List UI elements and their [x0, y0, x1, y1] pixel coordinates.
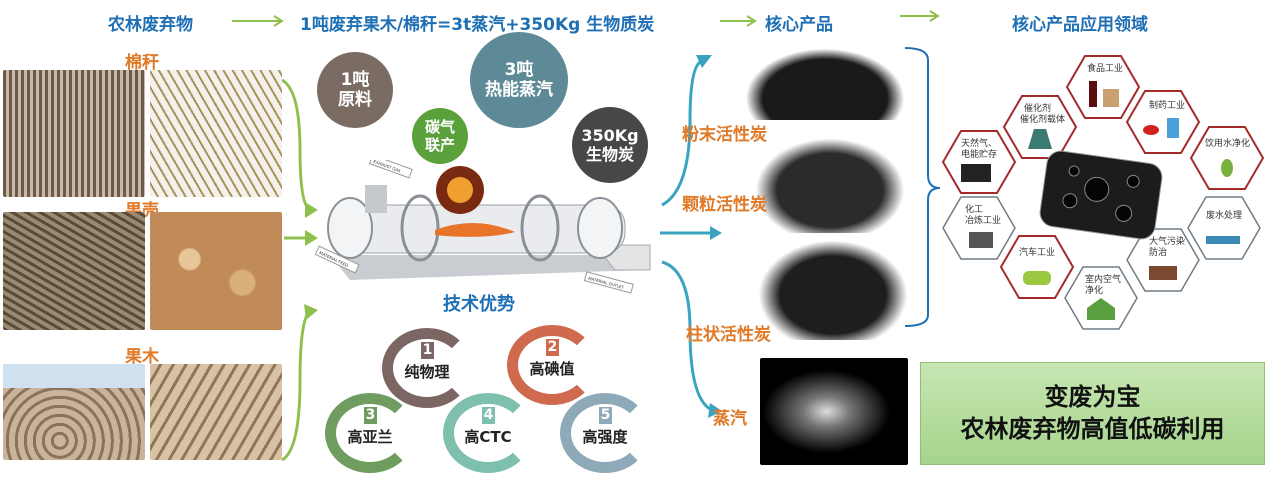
header-arrow-icon	[232, 15, 284, 27]
pellet-carbon-photo	[758, 240, 908, 340]
bubble-line: 原料	[338, 90, 372, 110]
cycle-arrow-icon	[560, 393, 650, 473]
cycle-arrow-icon	[325, 393, 415, 473]
arrow-head-icon	[304, 304, 318, 320]
application-label: 食品工业	[1087, 62, 1123, 74]
powder-carbon-photo	[745, 48, 905, 120]
wood-chips-photo	[150, 364, 282, 460]
arrow-head-icon	[708, 403, 722, 418]
application-label: 废水处理	[1206, 209, 1242, 221]
advantage-item: 4 高CTC	[443, 393, 533, 473]
advantages-title: 技术优势	[443, 294, 515, 315]
header-applications: 核心产品应用领域	[1012, 15, 1148, 35]
nut-shells-photo	[150, 212, 282, 330]
advantage-item: 2 高碘值	[507, 325, 597, 405]
arrow-head-icon	[305, 230, 318, 246]
application-label: 电能贮存	[961, 148, 997, 160]
application-label: 大气污染	[1149, 235, 1185, 247]
bubble-raw-material: 1吨原料	[317, 52, 393, 128]
advantage-number: 1	[421, 342, 434, 359]
slogan-line: 农林废弃物高值低碳利用	[960, 414, 1225, 443]
bubble-line: 3吨	[504, 59, 534, 80]
application-label: 天然气、	[961, 137, 997, 149]
product-label: 粉末活性炭	[682, 125, 767, 145]
advantage-label: 高亚兰	[347, 428, 393, 446]
application-label: 汽车工业	[1019, 246, 1055, 258]
header-products: 核心产品	[765, 15, 833, 35]
porous-carbon-image	[1039, 150, 1163, 240]
advantage-item: 1 纯物理	[382, 328, 472, 408]
bubble-line: 1吨	[340, 69, 370, 90]
header-arrow-icon	[720, 15, 757, 27]
advantage-label: 高碘值	[529, 360, 575, 378]
advantage-number: 5	[599, 407, 612, 424]
application-label: 净化	[1085, 284, 1103, 296]
branches-photo	[3, 212, 145, 330]
brace-icon	[904, 47, 941, 327]
steam-photo	[760, 358, 908, 465]
bubble-line: 碳气	[424, 118, 455, 136]
advantage-number: 4	[482, 407, 495, 424]
product-label: 颗粒活性炭	[682, 195, 767, 215]
header-equation: 1吨废弃果木/棉秆=3t蒸汽+350Kg 生物质炭	[300, 15, 655, 35]
cycle-arrow-icon	[443, 393, 533, 473]
header-arrow-icon	[900, 10, 940, 22]
cycle-arrow-icon	[382, 328, 472, 408]
arrow-head-icon	[696, 55, 712, 68]
application-label: 防治	[1149, 246, 1167, 258]
cycle-arrow-icon	[507, 325, 597, 405]
application-label: 化工	[965, 203, 983, 215]
application-label: 冶炼工业	[965, 214, 1001, 226]
bubble-cogeneration: 碳气联产	[412, 108, 468, 164]
product-label: 柱状活性炭	[686, 325, 771, 345]
application-label: 催化剂	[1024, 102, 1051, 114]
product-label: 蒸汽	[713, 409, 747, 429]
advantage-number: 2	[546, 339, 559, 356]
bubble-line: 联产	[424, 136, 455, 154]
application-label: 催化剂载体	[1020, 113, 1065, 125]
arrow-head-icon	[710, 226, 722, 240]
arrow-head-icon	[305, 202, 318, 218]
bubble-line: 生物炭	[585, 145, 634, 164]
bubble-line: 350Kg	[581, 125, 639, 145]
advantage-number: 3	[364, 407, 377, 424]
advantage-label: 高CTC	[464, 428, 512, 446]
application-label: 制药工业	[1149, 99, 1185, 111]
application-label: 饮用水净化	[1205, 137, 1250, 149]
material-label: 棉秆	[125, 53, 159, 73]
advantage-item: 3 高亚兰	[325, 393, 415, 473]
header-source: 农林废弃物	[108, 15, 193, 35]
bubble-steam: 3吨热能蒸汽	[470, 32, 568, 128]
rotary-kiln-illustration: EXHAUST GAS MATERIAL FEED MATERIAL OUTLE…	[315, 160, 651, 294]
bubble-line: 热能蒸汽	[485, 80, 553, 100]
advantage-item: 5 高强度	[560, 393, 650, 473]
application-label: 室内空气	[1085, 273, 1121, 285]
advantage-label: 高强度	[582, 428, 628, 446]
logs-photo	[3, 364, 145, 460]
granular-carbon-photo	[755, 138, 905, 233]
material-label: 果木	[125, 347, 159, 367]
cotton-stalk-photo	[150, 70, 282, 197]
slogan-box: 变废为宝 农林废弃物高值低碳利用	[920, 362, 1265, 465]
cotton-field-photo	[3, 70, 145, 197]
advantage-label: 纯物理	[404, 363, 450, 381]
slogan-line: 变废为宝	[1044, 383, 1141, 412]
